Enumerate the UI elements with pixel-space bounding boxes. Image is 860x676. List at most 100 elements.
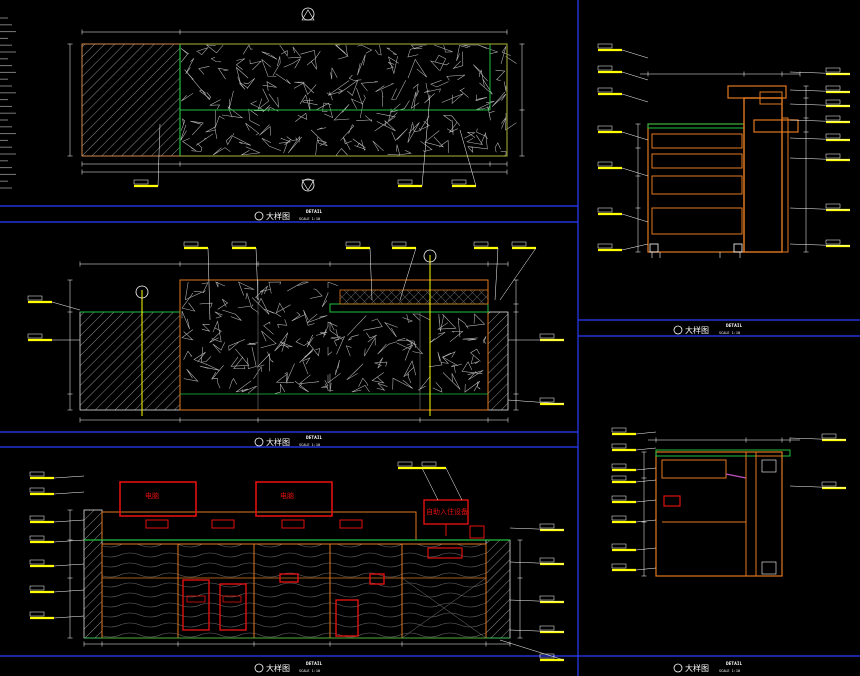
material-tag-box xyxy=(539,557,555,563)
marble-vein xyxy=(222,309,242,321)
marble-vein xyxy=(183,350,193,360)
marble-vein xyxy=(381,89,384,107)
marble-vein xyxy=(235,66,249,85)
marble-vein xyxy=(333,104,350,121)
drawer-1 xyxy=(651,133,743,149)
marble-vein xyxy=(251,297,270,315)
marble-vein xyxy=(412,313,431,321)
marble-vein xyxy=(184,69,202,91)
marble-vein xyxy=(446,74,466,81)
material-tag-box xyxy=(345,241,361,247)
leader-line xyxy=(369,247,373,301)
leveling-foot xyxy=(733,243,743,253)
marble-vein xyxy=(250,304,259,315)
marble-vein xyxy=(235,380,252,393)
marble-vein xyxy=(303,309,315,326)
marble-vein xyxy=(500,151,507,157)
leader-line xyxy=(621,49,649,59)
material-tag-box xyxy=(451,179,467,185)
leader-line xyxy=(789,119,851,123)
marble-vein xyxy=(315,139,328,156)
leader-line xyxy=(621,93,649,103)
svg-text:DETAIL: DETAIL xyxy=(306,661,323,667)
equipment-box xyxy=(182,579,210,631)
marble-vein xyxy=(442,351,459,367)
marble-vein xyxy=(214,311,223,319)
material-tag-box xyxy=(611,543,627,549)
marble-vein xyxy=(329,373,332,393)
marble-vein xyxy=(212,147,231,156)
marble-vein xyxy=(212,342,226,354)
marble-vein xyxy=(235,58,245,70)
material-tag-box xyxy=(825,153,841,159)
outer-face xyxy=(781,117,789,253)
leader-line xyxy=(635,479,657,483)
svg-text:大样图: 大样图 xyxy=(266,663,290,673)
marble-vein xyxy=(470,348,481,362)
marble-vein xyxy=(340,124,355,141)
material-tag-box xyxy=(29,611,45,617)
marble-vein xyxy=(351,385,370,393)
marble-vein xyxy=(201,323,211,332)
partition xyxy=(745,451,757,577)
marble-vein xyxy=(302,357,311,375)
panel-front-elevation xyxy=(67,249,519,423)
marble-vein xyxy=(412,122,421,133)
marble-vein xyxy=(410,92,420,111)
material-tag-box xyxy=(597,87,613,93)
marble-vein xyxy=(476,128,488,139)
marble-vein xyxy=(286,136,298,141)
marble-vein xyxy=(472,64,488,82)
leader-line xyxy=(789,137,851,141)
leader-line xyxy=(421,94,431,187)
marble-vein xyxy=(267,351,274,363)
marble-vein xyxy=(180,118,186,131)
marble-vein xyxy=(388,108,398,122)
section-marker xyxy=(423,249,437,263)
leader-line xyxy=(507,399,565,405)
marble-vein xyxy=(363,318,383,331)
marble-vein xyxy=(328,80,350,96)
marble-vein xyxy=(288,46,302,59)
title-block-p1: 大样图 DETAIL SCALE 1:10 xyxy=(254,209,323,221)
leader-line xyxy=(509,527,565,531)
leader-line xyxy=(621,167,649,177)
self-checkin-sign-label: 自助入住设备 xyxy=(426,507,468,516)
leader-line xyxy=(635,467,657,471)
marble-vein xyxy=(199,363,220,371)
keyboard xyxy=(211,519,235,529)
marble-vein xyxy=(275,302,291,314)
marble-vein xyxy=(217,298,229,310)
marble-vein xyxy=(268,93,279,108)
marble-vein xyxy=(432,382,443,393)
leader-line xyxy=(53,563,85,567)
material-tag-box xyxy=(597,161,613,167)
marble-vein xyxy=(298,374,320,384)
svg-text:DETAIL: DETAIL xyxy=(306,435,323,441)
panel-clip xyxy=(761,561,777,575)
material-tag-box xyxy=(29,487,45,493)
marble-vein xyxy=(478,69,485,87)
marble-vein xyxy=(357,54,366,76)
marble-vein xyxy=(466,313,486,327)
marble-vein xyxy=(470,355,480,365)
leader-line xyxy=(635,547,657,551)
material-tag-box xyxy=(183,241,199,247)
material-tag-box xyxy=(597,65,613,71)
material-tag-box xyxy=(597,43,613,49)
ledge-top xyxy=(753,119,799,133)
front-upstand xyxy=(743,97,783,253)
marble-vein xyxy=(190,120,204,136)
title-block-p3: 大样图 DETAIL SCALE 1:10 xyxy=(254,661,323,673)
monitor-left-label: 电脑 xyxy=(145,491,159,500)
marble-vein xyxy=(418,375,431,391)
marble-vein xyxy=(293,81,305,89)
marble-vein xyxy=(398,149,412,156)
svg-text:SCALE 1:10: SCALE 1:10 xyxy=(719,331,740,335)
marble-vein xyxy=(424,82,435,104)
leader-line xyxy=(789,243,851,247)
marble-vein xyxy=(261,138,282,152)
marble-vein xyxy=(261,59,277,77)
marble-vein xyxy=(326,91,333,101)
marble-vein xyxy=(191,143,203,152)
